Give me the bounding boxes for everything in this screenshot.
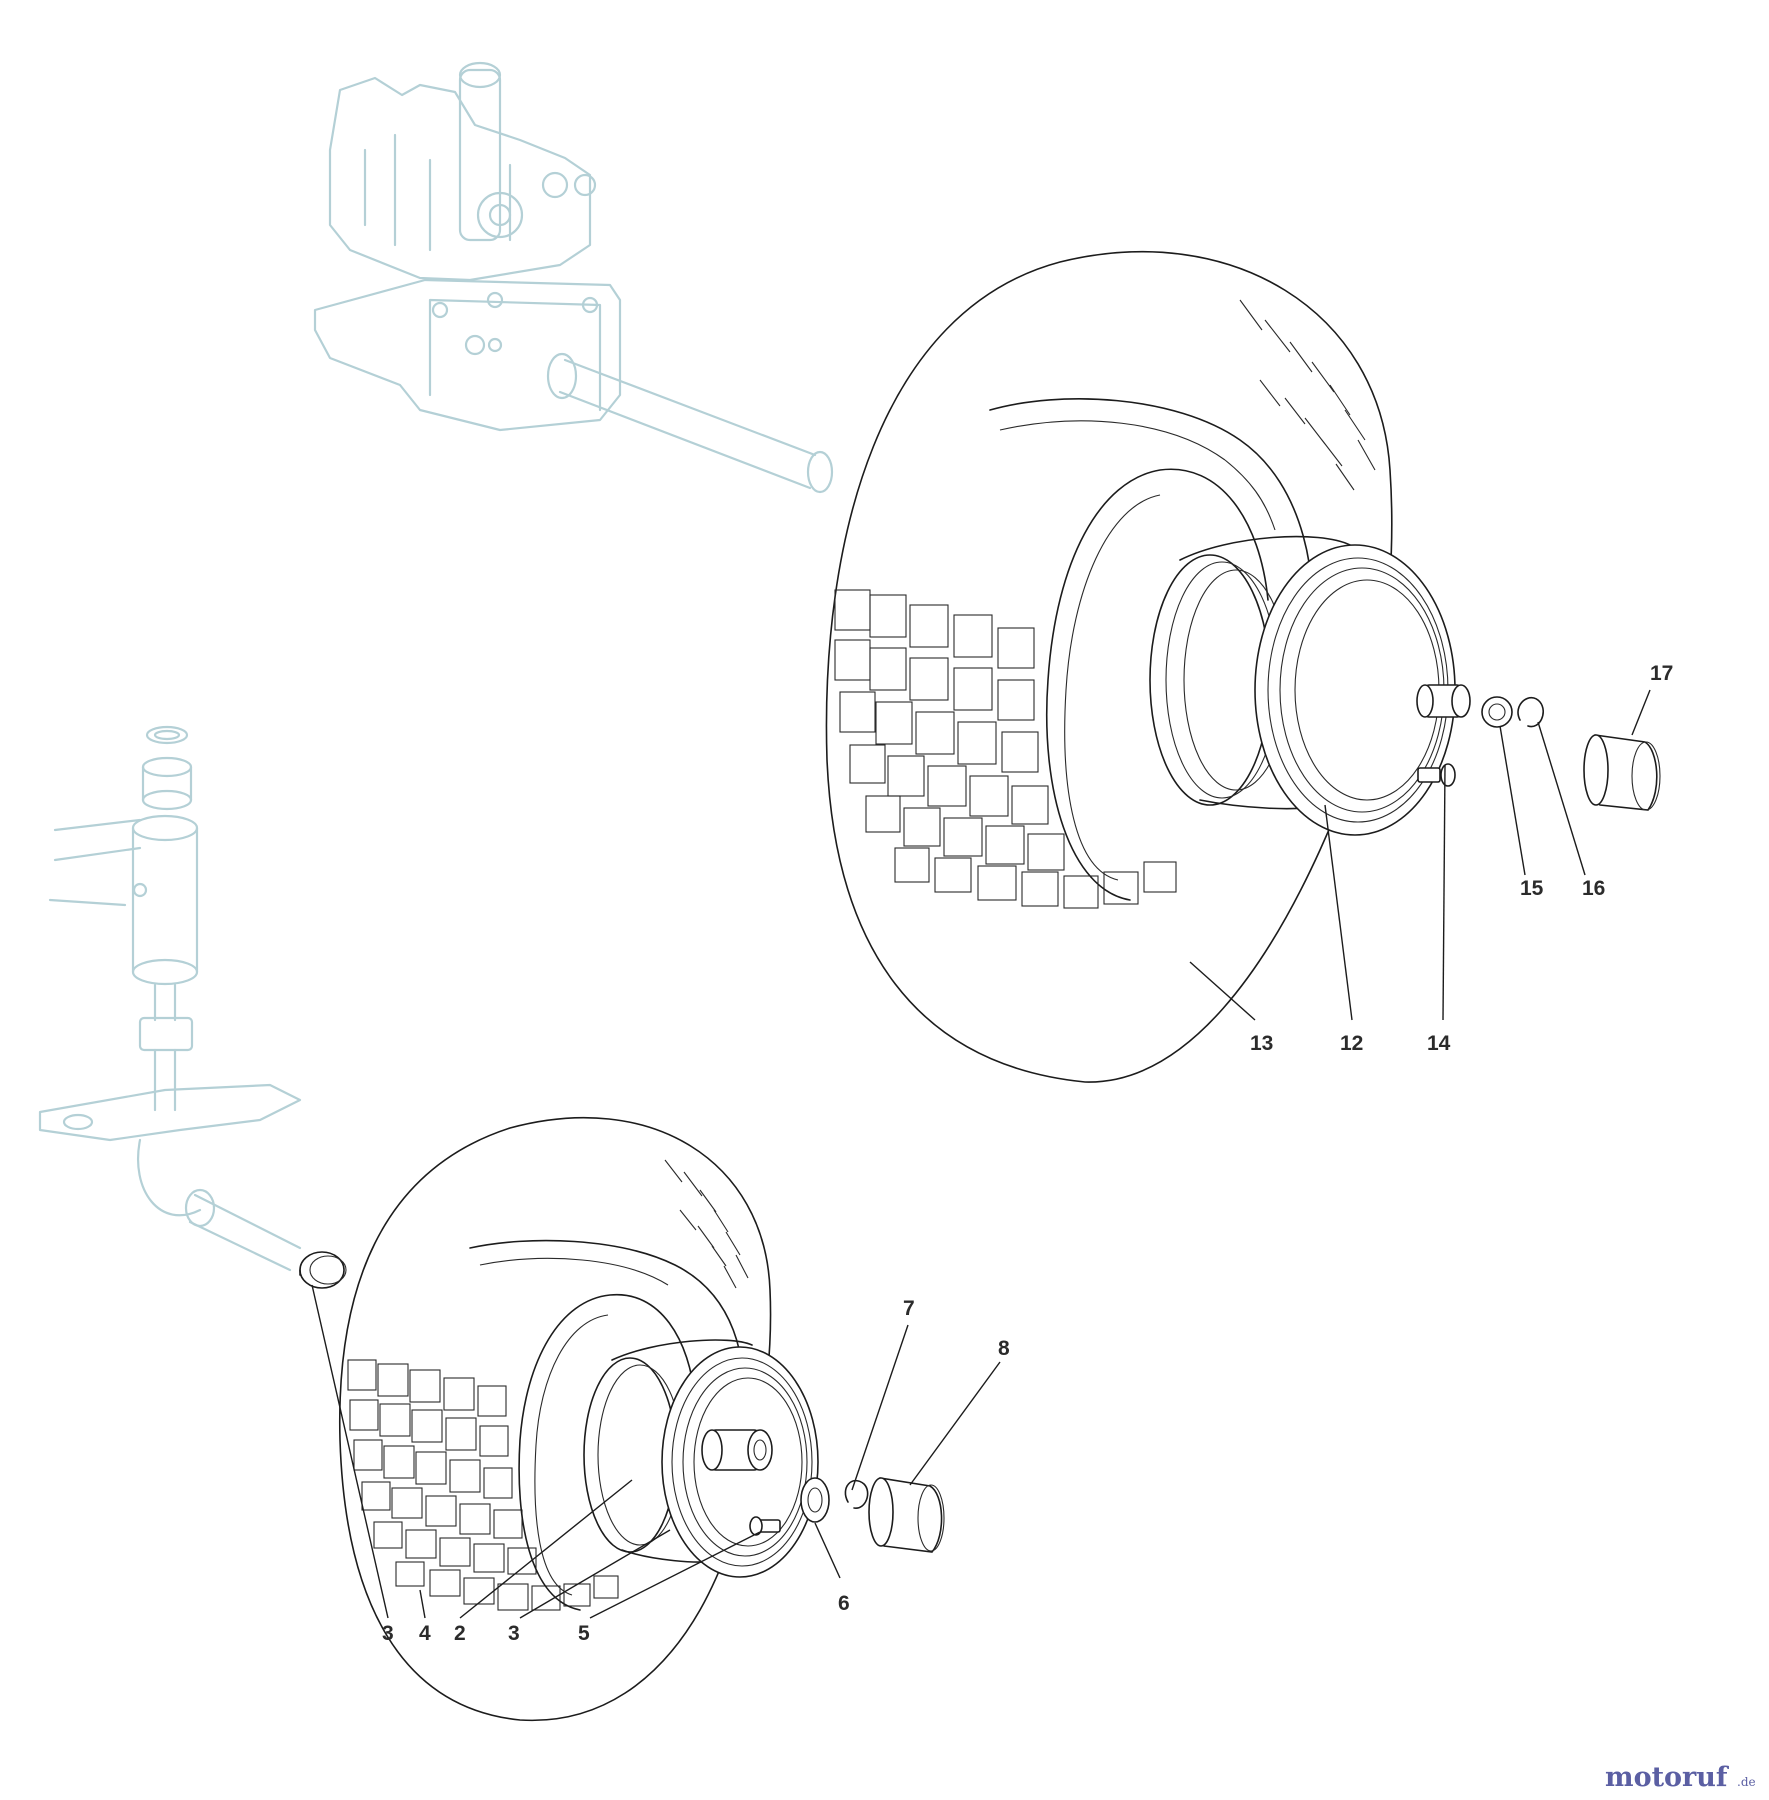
label-15: 15: [1520, 877, 1544, 900]
label-16: 16: [1582, 877, 1605, 900]
label-17: 17: [1650, 662, 1673, 685]
label-4: 4: [419, 1622, 431, 1645]
front-hub-cap-8: [868, 1477, 945, 1553]
label-5: 5: [578, 1622, 590, 1645]
front-clip-7: [844, 1479, 869, 1509]
callout-labels: 17 15 16 13 12 14 7 8 6 3 4 2 3 5: [382, 662, 1673, 1645]
label-3-right: 3: [508, 1622, 520, 1645]
rear-tread-blocks: [834, 589, 1177, 909]
label-3-left: 3: [382, 1622, 394, 1645]
leader-lines: [311, 689, 1651, 1619]
label-12: 12: [1340, 1032, 1363, 1055]
front-bolt-5: [749, 1516, 781, 1536]
clip-16: [1517, 696, 1544, 728]
label-2: 2: [454, 1622, 466, 1645]
ghost-steering-assembly: [38, 725, 302, 1272]
front-bushing-3: [299, 1251, 347, 1289]
front-tread-blocks: [347, 1359, 619, 1611]
watermark-tld: .de: [1737, 1775, 1756, 1789]
watermark-logo: motoruf .de: [1605, 1762, 1756, 1793]
rear-hub-cap-17: [1583, 734, 1661, 811]
watermark-text: motoruf: [1605, 1762, 1730, 1793]
label-14: 14: [1427, 1032, 1451, 1055]
bolt-14: [1417, 767, 1441, 783]
rear-tire: [825, 250, 1393, 1083]
front-tire: [338, 1116, 772, 1722]
label-8: 8: [998, 1337, 1010, 1360]
front-axle-stub: [701, 1429, 773, 1471]
ghost-transmission: [313, 61, 834, 494]
washer-15: [1481, 696, 1513, 728]
label-13: 13: [1250, 1032, 1273, 1055]
rear-rim: [1149, 535, 1456, 836]
front-rim: [583, 1339, 819, 1578]
front-washer-6: [800, 1477, 830, 1523]
label-6: 6: [838, 1592, 850, 1615]
label-7: 7: [903, 1297, 915, 1320]
